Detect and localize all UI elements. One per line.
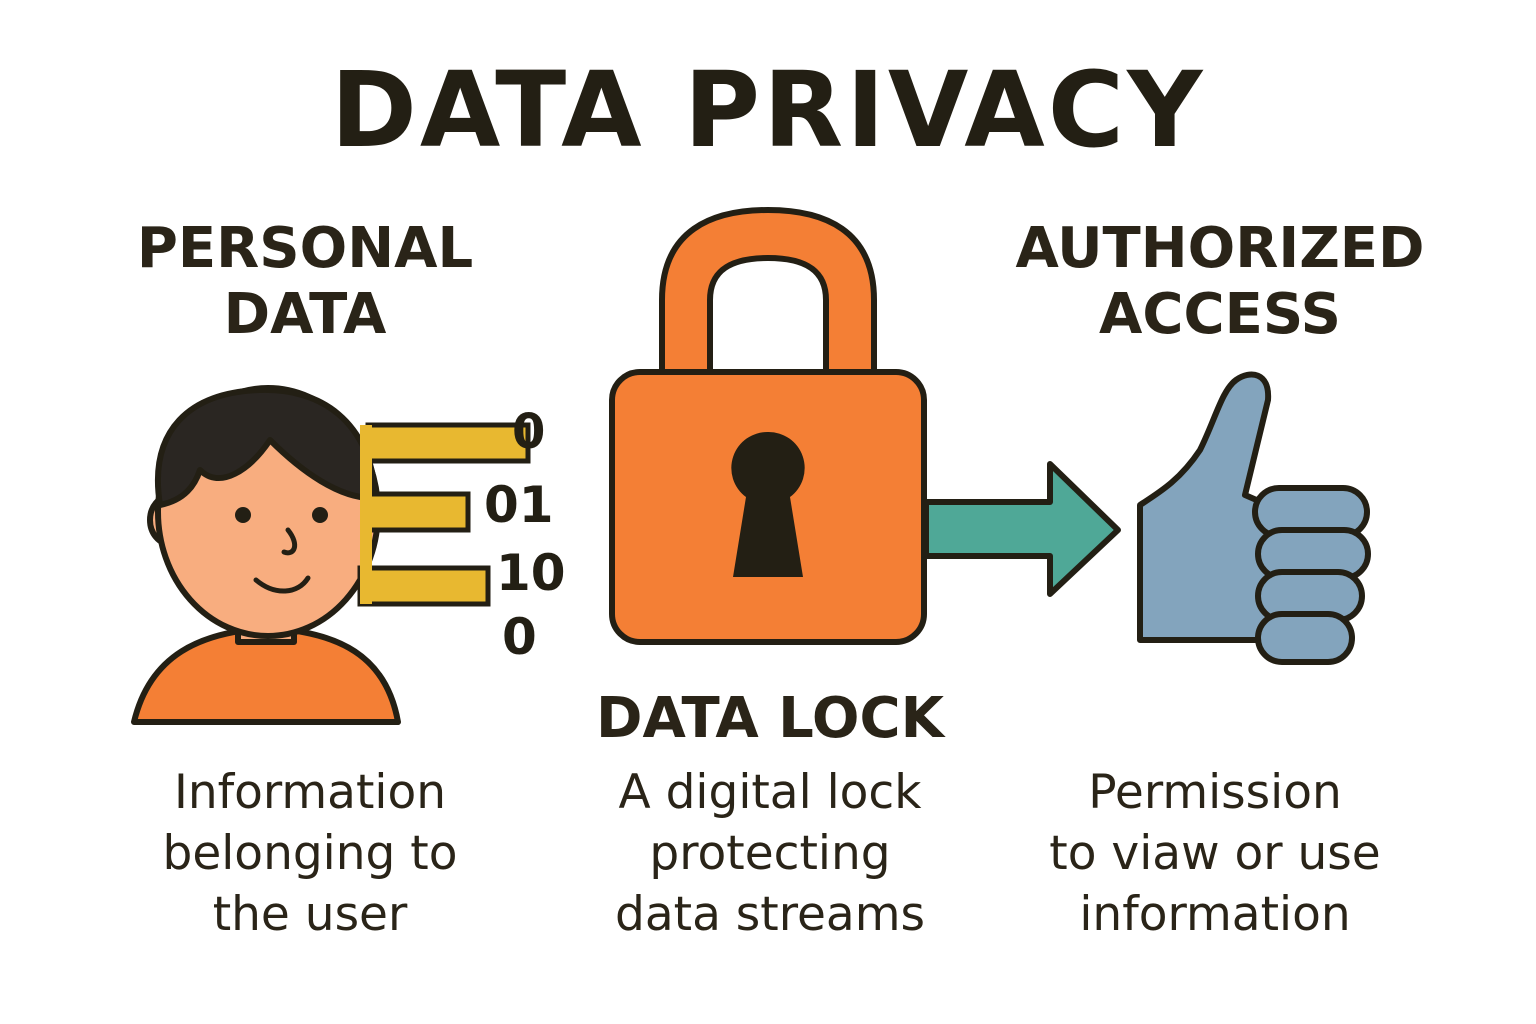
description-line: the user (212, 887, 408, 942)
description-line: A digital lock (618, 765, 922, 820)
binary-digit: 10 (496, 544, 566, 602)
data-bar (365, 422, 531, 464)
page-title: DATA PRIVACY (330, 49, 1206, 171)
binary-digit: 0 (512, 404, 545, 460)
data-bar-overlap (360, 425, 372, 604)
user-nose (281, 527, 298, 556)
description-line: information (1079, 887, 1351, 942)
data-bar (357, 565, 491, 607)
description-line: Permission (1088, 765, 1342, 820)
binary-digit: 01 (484, 476, 554, 534)
thumbs-up-icon (1137, 371, 1371, 665)
thumb-finger (1255, 611, 1355, 665)
arrow-right-icon (923, 461, 1121, 597)
personal-data-heading-line: DATA (223, 282, 387, 347)
description-line: to viaw or use (1049, 826, 1381, 881)
data-lock-heading: DATA LOCK (560, 686, 980, 752)
binary-digit: 0 (502, 608, 537, 666)
user-right-eye (312, 507, 328, 523)
description-line: data streams (615, 887, 925, 942)
keyhole-icon (731, 431, 805, 577)
data-lock-heading-text: DATA LOCK (596, 686, 944, 751)
personal-data-heading: PERSONAL DATA (105, 216, 505, 348)
padlock-icon (609, 207, 927, 645)
description-line: belonging to (162, 826, 458, 881)
personal-data-description: Information belonging to the user (110, 762, 510, 945)
authorized-access-heading-line: AUTHORIZED (1015, 216, 1425, 281)
description-line: Information (173, 765, 447, 820)
binary-data-icon (357, 422, 531, 607)
authorized-access-heading-line: ACCESS (1099, 282, 1341, 347)
user-mouth (253, 575, 311, 594)
personal-data-heading-line: PERSONAL (136, 216, 474, 281)
authorized-access-heading: AUTHORIZED ACCESS (1010, 216, 1430, 348)
padlock-shackle (659, 207, 877, 393)
data-lock-description: A digital lock protecting data streams (560, 762, 980, 945)
data-bar (365, 491, 471, 533)
thumb-hand (1137, 371, 1272, 643)
description-line: protecting (649, 826, 891, 881)
user-left-eye (235, 507, 251, 523)
authorized-access-description: Permission to viaw or use information (1010, 762, 1420, 945)
user-icon (131, 385, 401, 725)
